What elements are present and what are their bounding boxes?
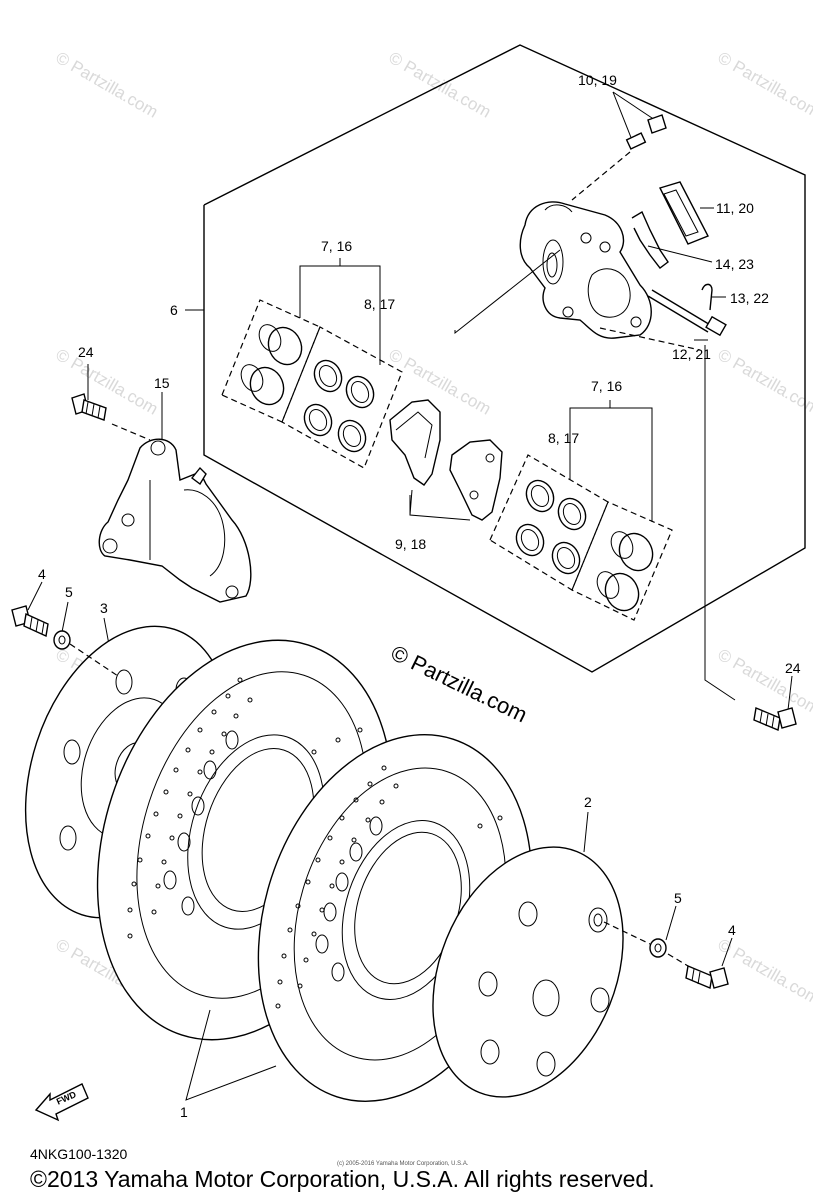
callout-24-right: 24 [785,660,801,676]
hub-plate-2 [432,811,651,1098]
diagram-code: 4NKG100-1320 [30,1146,128,1162]
bolt-10-19 [571,91,667,201]
callout-13-22: 13, 22 [730,290,769,306]
callout-4-left: 4 [38,566,46,582]
callout-5-left: 5 [65,584,73,600]
rotor-drill-holes [275,765,503,1009]
tiny-copyright-note: (c) 2005-2016 Yamaha Motor Corporation, … [337,1161,469,1167]
callout-15: 15 [154,375,170,391]
callout-10-19: 10, 19 [578,72,617,88]
bolt-4-right [667,937,733,989]
bolt-24-left [71,364,151,441]
piston-set-left [221,258,403,469]
caliper-body-right [519,201,652,339]
assembly-outline [203,44,806,673]
callout-24-left: 24 [78,344,94,360]
callout-8-17-left: 8, 17 [364,296,396,312]
callout-14-23: 14, 23 [715,256,754,272]
brake-pads-9-18 [389,249,561,521]
callout-3: 3 [100,600,108,616]
callout-9-18: 9, 18 [395,536,427,552]
copyright-notice: ©2013 Yamaha Motor Corporation, U.S.A. A… [30,1166,655,1192]
rotor-drill-holes [127,677,363,939]
callout-5-right: 5 [674,890,682,906]
callout-2: 2 [584,794,592,810]
washer-5-right [649,905,677,958]
washer-5-left [53,601,71,650]
callout-1: 1 [180,1104,188,1120]
pin-clip-13-22 [701,283,726,311]
pad-pin-12-21 [599,289,727,351]
piston-set-right [489,400,673,621]
callout-6: 6 [170,302,178,318]
bolt-4-left [11,581,49,638]
pad-spring-11-20 [659,181,714,245]
fwd-arrow-icon [34,1083,89,1122]
caliper-left-15 [98,392,252,603]
clip-14-23 [631,210,713,269]
callout-7-16-left: 7, 16 [321,238,353,254]
callout-7-16-right: 7, 16 [591,378,623,394]
bolt-24-right [753,675,797,731]
callout-8-17-right: 8, 17 [548,430,580,446]
callout-12-21: 12, 21 [672,346,711,362]
callout-4-right: 4 [728,922,736,938]
callout-11-20: 11, 20 [716,200,754,216]
